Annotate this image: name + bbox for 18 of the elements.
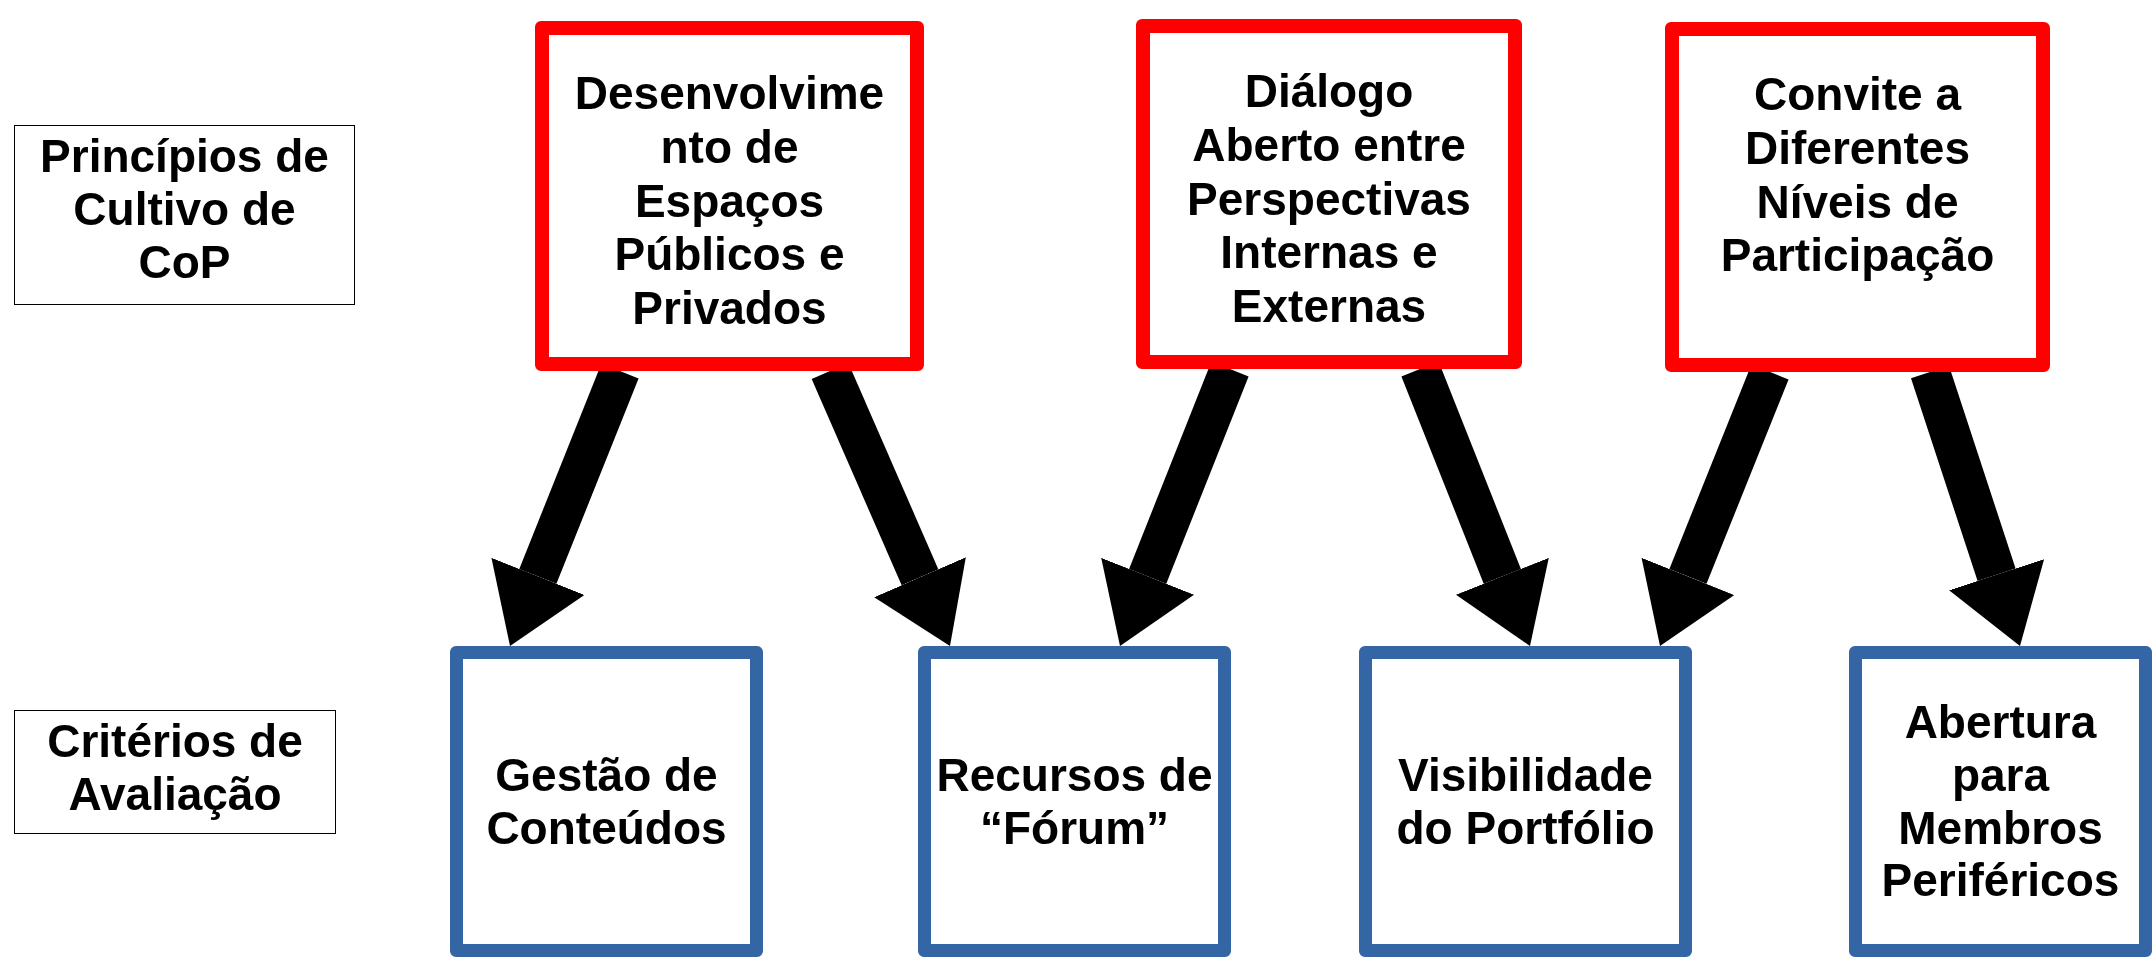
box-text: Critérios de Avaliação bbox=[46, 715, 304, 821]
criterion-box bbox=[918, 646, 1231, 957]
principle-box bbox=[1665, 22, 2050, 372]
criterion-box bbox=[1359, 646, 1692, 957]
box-text: Visibilidade do Portfólio bbox=[1395, 748, 1656, 855]
criterion-box bbox=[1849, 646, 2152, 957]
box-text: Abertura para Membros Periféricos bbox=[1880, 695, 2121, 908]
principle-box bbox=[1136, 19, 1522, 369]
box-text: Convite a Diferentes Níveis de Participação bbox=[1719, 68, 1996, 284]
box-text: Desenvolvimento de Espaços Públicos e Privados bbox=[573, 67, 886, 337]
row-label-box bbox=[14, 125, 355, 305]
box-text: Princípios de Cultivo de CoP bbox=[39, 130, 330, 289]
principle-box bbox=[535, 21, 924, 371]
row-label-box bbox=[14, 710, 336, 834]
box-text: Diálogo Aberto entre Perspectivas Internas e Externas bbox=[1186, 65, 1472, 335]
criterion-box bbox=[450, 646, 763, 957]
box-text: Gestão de Conteúdos bbox=[485, 748, 728, 855]
box-text: Recursos de “Fórum” bbox=[935, 748, 1214, 855]
